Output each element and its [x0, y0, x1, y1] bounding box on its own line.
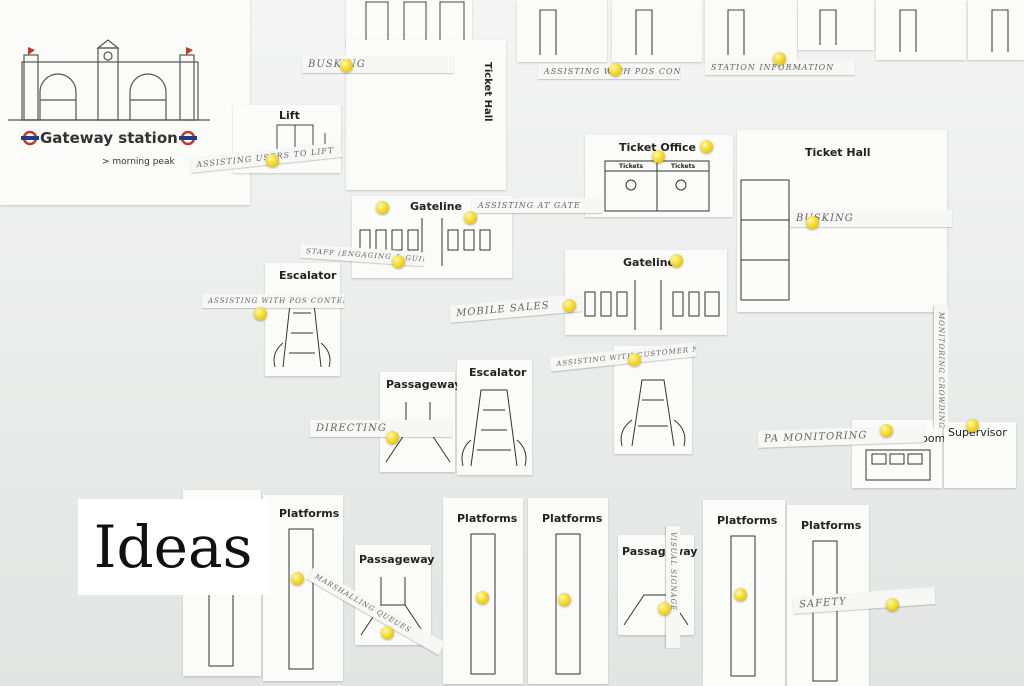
passageway-card-3: Passageway — [618, 535, 697, 635]
pin — [806, 216, 819, 229]
lift-title: Lift — [279, 109, 300, 122]
gateline-2-title: Gateline — [623, 256, 676, 269]
station-title-card: Gateway station > morning peak — [0, 0, 250, 205]
pin — [392, 255, 405, 268]
ticket-window-label-2: Tickets — [671, 163, 696, 170]
entrance-card-1 — [517, 0, 607, 62]
gateline-card-2: Gateline — [565, 250, 727, 335]
ideas-label: Ideas — [78, 499, 268, 595]
pin — [476, 591, 489, 604]
platform-2-title: Platforms — [457, 512, 518, 525]
note-directing: DIRECTING — [310, 420, 452, 437]
escalator-card-3 — [614, 346, 692, 454]
gateline-1-title: Gateline — [410, 200, 463, 213]
escalator-2-title: Escalator — [469, 366, 527, 379]
ticket-hall-title: Ticket Hall — [805, 146, 871, 159]
pin — [652, 150, 665, 163]
note-busking-2: BUSKING — [790, 210, 952, 227]
ticket-window-label-1: Tickets — [619, 163, 644, 170]
note-busking-1: BUSKING — [302, 56, 454, 73]
platform-4-title: Platforms — [717, 514, 778, 527]
pin — [340, 59, 353, 72]
supervisor-card: Supervisor — [944, 422, 1016, 488]
passageway-2-title: Passageway — [359, 553, 435, 566]
note-mobile: MOBILE SALES — [449, 294, 583, 323]
station-subtitle: > morning peak — [102, 157, 175, 167]
pin — [700, 140, 713, 153]
pin — [464, 211, 477, 224]
escalator-1-title: Escalator — [279, 269, 337, 282]
ticket-hall-vertical-title: Ticket Hall — [482, 62, 493, 122]
pin — [658, 602, 671, 615]
entrance-card-3 — [705, 0, 797, 62]
pin — [773, 52, 786, 65]
pin — [734, 588, 747, 601]
pin — [386, 431, 399, 444]
pin — [628, 353, 641, 366]
entrance-doors-illustrations — [539, 9, 1009, 55]
pin — [558, 593, 571, 606]
note-assisting-gate: ASSISTING AT GATE — [472, 198, 602, 213]
entrance-card-5 — [876, 0, 966, 60]
ticket-machines-card — [346, 0, 472, 46]
pin — [381, 626, 394, 639]
ticket-office-title: Ticket Office — [619, 141, 696, 154]
platform-3-title: Platforms — [542, 512, 603, 525]
passageway-1-title: Passageway — [386, 378, 462, 391]
pin — [254, 307, 267, 320]
platform-card-3: Platforms — [528, 498, 608, 684]
pin — [376, 201, 389, 214]
platform-1-title: Platforms — [279, 507, 340, 520]
pin — [609, 63, 622, 76]
pin — [670, 254, 683, 267]
pin — [291, 572, 304, 585]
escalator-card-2: Escalator — [457, 360, 532, 475]
escalator-card-1: Escalator — [265, 263, 340, 376]
station-name: Gateway station — [40, 129, 178, 147]
pin — [880, 424, 893, 437]
note-assisting-pos-2: ASSISTING WITH POS CONTENT — [202, 294, 344, 308]
note-vertical-1: MONITORING CROWDING — [934, 306, 948, 428]
platform-5-title: Platforms — [801, 519, 862, 532]
pin — [966, 419, 979, 432]
station-building-illustration — [8, 39, 210, 146]
pin — [563, 299, 576, 312]
pin — [266, 154, 279, 167]
note-station-information: STATION INFORMATION — [705, 60, 855, 75]
entrance-card-2 — [612, 0, 702, 62]
supervisor-label: Supervisor — [948, 426, 1007, 439]
note-vertical-2: VISUAL SIGNAGE — [666, 526, 680, 648]
pin — [886, 598, 899, 611]
